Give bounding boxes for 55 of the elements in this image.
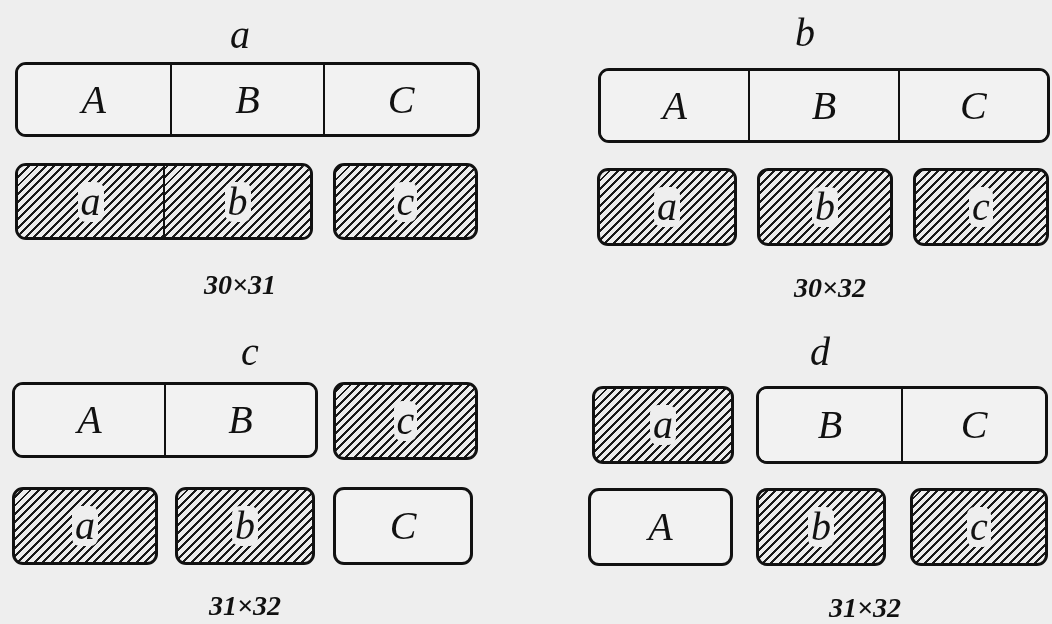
gene-letter: A bbox=[648, 507, 673, 547]
gene-letter: a bbox=[650, 405, 676, 445]
gene-letter: C bbox=[959, 85, 987, 126]
gene-letter: b bbox=[232, 506, 258, 546]
gene-letter: c bbox=[969, 187, 993, 227]
gene-letter: c bbox=[393, 181, 418, 222]
gene-letter: B bbox=[228, 400, 253, 440]
hatched-segment bbox=[333, 382, 478, 460]
panel-letter: d bbox=[810, 332, 830, 372]
chromosome-bar bbox=[15, 163, 313, 240]
hatched-segment bbox=[756, 488, 886, 566]
gene-letter: a bbox=[77, 181, 104, 222]
chromosome-bar bbox=[756, 386, 1048, 464]
cross-label: 30×31 bbox=[204, 271, 276, 299]
chromosome-bar bbox=[598, 68, 1050, 143]
cross-label: 30×32 bbox=[794, 274, 866, 302]
plain-segment bbox=[759, 389, 903, 461]
gene-letter: C bbox=[387, 79, 415, 120]
hatched-segment bbox=[757, 168, 893, 246]
gene-letter: a bbox=[72, 506, 98, 546]
chromosome-bar bbox=[15, 62, 480, 137]
gene-letter: B bbox=[235, 79, 260, 120]
gene-letter: b bbox=[808, 507, 834, 547]
gene-letter: A bbox=[77, 400, 102, 440]
plain-segment bbox=[588, 488, 733, 566]
cross-label: 31×32 bbox=[209, 592, 281, 620]
plain-segment bbox=[601, 71, 751, 140]
cross-label: 31×32 bbox=[829, 594, 901, 622]
plain-segment bbox=[333, 487, 473, 565]
panel-letter: a bbox=[230, 15, 250, 55]
hatched-segment bbox=[910, 488, 1048, 566]
panel-letter: b bbox=[795, 13, 815, 53]
hatched-segment bbox=[597, 168, 737, 246]
plain-segment bbox=[18, 65, 172, 134]
chromosome-bar bbox=[12, 382, 318, 458]
gene-letter: C bbox=[389, 506, 417, 546]
gene-letter: B bbox=[811, 85, 837, 126]
hatched-segment bbox=[165, 166, 310, 237]
hatched-segment bbox=[175, 487, 315, 565]
gene-letter: A bbox=[662, 85, 687, 126]
plain-segment bbox=[15, 385, 166, 455]
hatched-segment bbox=[592, 386, 734, 464]
gene-letter: a bbox=[654, 187, 680, 227]
hatched-segment bbox=[12, 487, 158, 565]
gene-letter: b bbox=[812, 187, 838, 227]
gene-letter: C bbox=[960, 405, 988, 445]
gene-letter: B bbox=[817, 405, 843, 445]
hatched-segment bbox=[333, 163, 478, 240]
hatched-segment bbox=[18, 166, 165, 237]
gene-letter: b bbox=[224, 181, 251, 222]
panel-letter: c bbox=[241, 332, 259, 372]
gene-letter: c bbox=[967, 507, 991, 547]
gene-letter: A bbox=[81, 79, 107, 120]
hatched-segment bbox=[913, 168, 1049, 246]
gene-letter: c bbox=[393, 401, 418, 441]
